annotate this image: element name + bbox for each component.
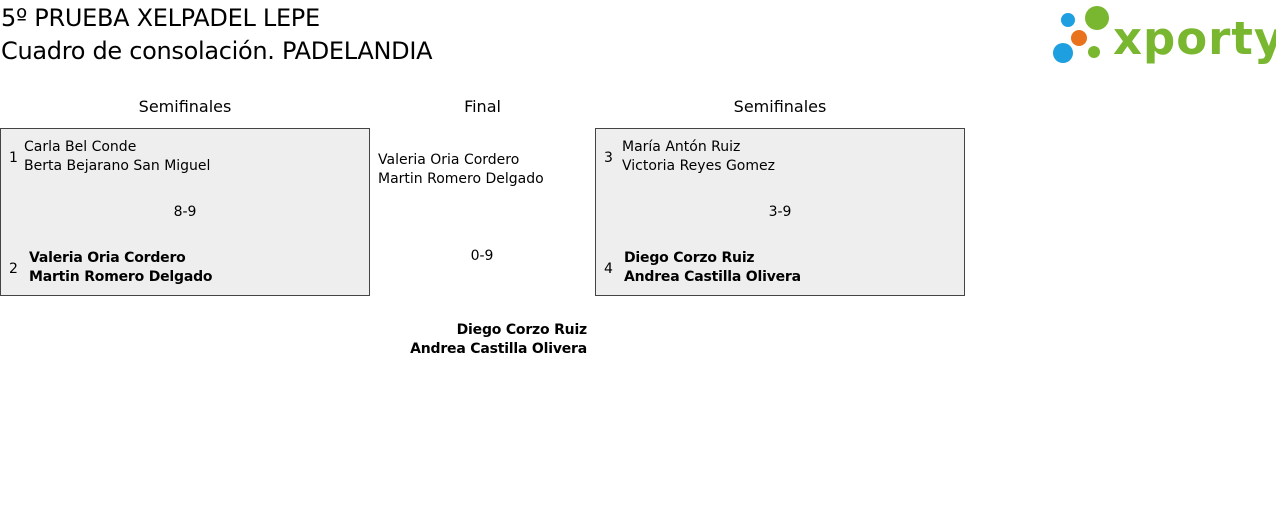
- pair-bottom-winner[interactable]: Valeria Oria Cordero Martin Romero Delga…: [29, 249, 213, 287]
- player-name: Victoria Reyes Gomez: [622, 158, 775, 174]
- champion-pair[interactable]: Diego Corzo Ruiz Andrea Castilla Olivera: [400, 321, 587, 359]
- seed-number: 4: [604, 261, 613, 277]
- round-label-left-semifinals: Semifinales: [138, 97, 232, 116]
- logo-dot-orange: [1071, 30, 1087, 46]
- player-name: Valeria Oria Cordero: [29, 250, 186, 266]
- pair-bottom-winner[interactable]: Diego Corzo Ruiz Andrea Castilla Olivera: [624, 249, 801, 287]
- round-label-right-semifinals: Semifinales: [733, 97, 827, 116]
- page-subtitle: Cuadro de consolación. PADELANDIA: [1, 37, 433, 65]
- match-score: 8-9: [173, 204, 197, 220]
- player-name: María Antón Ruiz: [622, 139, 741, 155]
- player-name: Diego Corzo Ruiz: [624, 250, 755, 266]
- player-name: Andrea Castilla Olivera: [624, 269, 801, 285]
- player-name: Martin Romero Delgado: [29, 269, 213, 285]
- xporty-logo[interactable]: xporty: [1050, 4, 1276, 68]
- logo-dot-blue-small: [1061, 13, 1075, 27]
- player-name: Martin Romero Delgado: [378, 171, 544, 187]
- player-name: Diego Corzo Ruiz: [456, 322, 588, 338]
- match-score: 3-9: [768, 204, 792, 220]
- player-name: Carla Bel Conde: [24, 139, 137, 155]
- round-label-final: Final: [464, 97, 501, 116]
- logo-wordmark: xporty: [1113, 12, 1276, 65]
- page-title: 5º PRUEBA XELPADEL LEPE: [1, 4, 320, 32]
- player-name: Valeria Oria Cordero: [378, 152, 520, 168]
- final-finalist-pair[interactable]: Valeria Oria Cordero Martin Romero Delga…: [378, 151, 544, 189]
- seed-number: 2: [9, 261, 18, 277]
- seed-number: 3: [604, 150, 613, 166]
- match-box-left-semifinal[interactable]: 1 Carla Bel Conde Berta Bejarano San Mig…: [0, 128, 370, 296]
- pair-top[interactable]: Carla Bel Conde Berta Bejarano San Migue…: [24, 138, 210, 176]
- player-name: Andrea Castilla Olivera: [410, 341, 587, 357]
- pair-top[interactable]: María Antón Ruiz Victoria Reyes Gomez: [622, 138, 775, 176]
- logo-dot-green-small: [1088, 46, 1100, 58]
- seed-number: 1: [9, 150, 18, 166]
- logo-dot-green-large: [1085, 6, 1109, 30]
- match-box-right-semifinal[interactable]: 3 María Antón Ruiz Victoria Reyes Gomez …: [595, 128, 965, 296]
- logo-dot-blue-large: [1053, 43, 1073, 63]
- final-score: 0-9: [470, 248, 494, 264]
- player-name: Berta Bejarano San Miguel: [24, 158, 211, 174]
